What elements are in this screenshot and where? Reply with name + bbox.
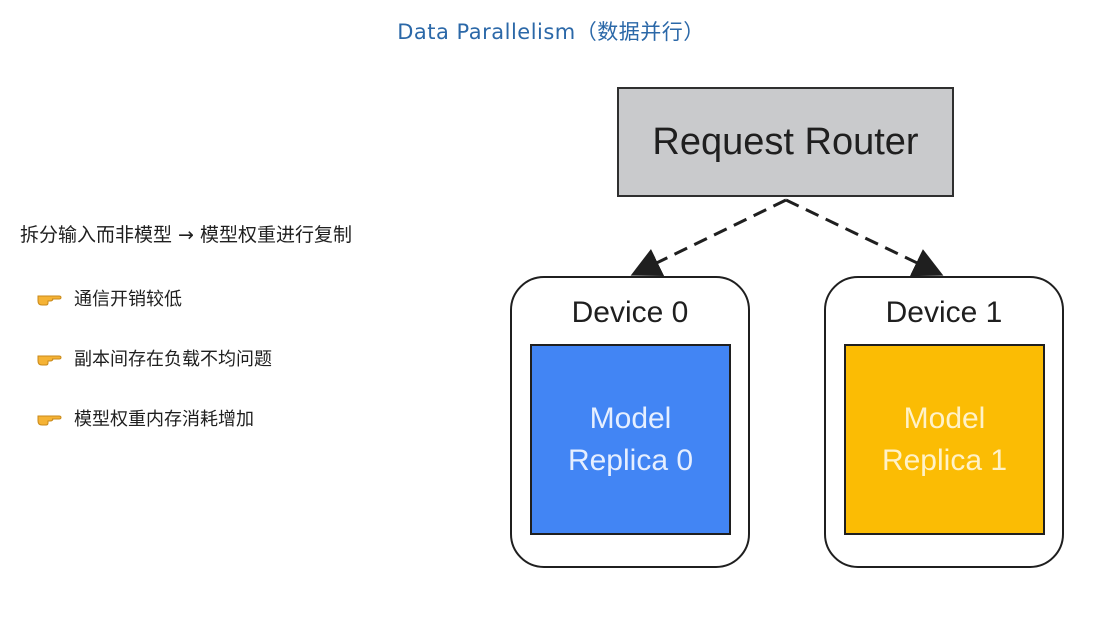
bullet-item: 副本间存在负载不均问题 <box>36 344 490 372</box>
pointing-hand-icon <box>37 355 62 366</box>
request-router-box: Request Router <box>617 87 954 197</box>
pointing-hand-icon <box>37 415 62 426</box>
replica-label-line1: Model <box>903 401 986 435</box>
summary-panel: 拆分输入而非模型 → 模型权重进行复制 通信开销较低 副本间存在负载不均问题 模… <box>20 218 490 464</box>
replica-label-line2: Replica 0 <box>567 443 694 477</box>
bullet-text: 副本间存在负载不均问题 <box>74 349 272 370</box>
bullet-text: 通信开销较低 <box>74 289 182 310</box>
bullet-text: 模型权重内存消耗增加 <box>74 409 254 430</box>
replica-label-line2: Replica 1 <box>881 443 1008 477</box>
replica-label-line1: Model <box>589 401 672 435</box>
router-label: Request Router <box>652 120 919 163</box>
summary-headline: 拆分输入而非模型 → 模型权重进行复制 <box>20 224 352 246</box>
model-replica-0: Model Replica 0 <box>530 344 731 535</box>
arrow-to-device-0 <box>630 198 787 276</box>
device-0: Device 0 Model Replica 0 <box>510 276 750 568</box>
arrow-to-device-1 <box>785 198 944 277</box>
model-replica-1: Model Replica 1 <box>844 344 1045 535</box>
device-1: Device 1 Model Replica 1 <box>824 276 1064 568</box>
page-title: Data Parallelism（数据并行） <box>397 20 705 44</box>
bullet-item: 模型权重内存消耗增加 <box>36 404 490 432</box>
pointing-hand-icon <box>37 295 62 306</box>
device-label: Device 1 <box>885 296 1003 329</box>
device-label: Device 0 <box>571 296 689 329</box>
bullet-item: 通信开销较低 <box>36 284 490 312</box>
